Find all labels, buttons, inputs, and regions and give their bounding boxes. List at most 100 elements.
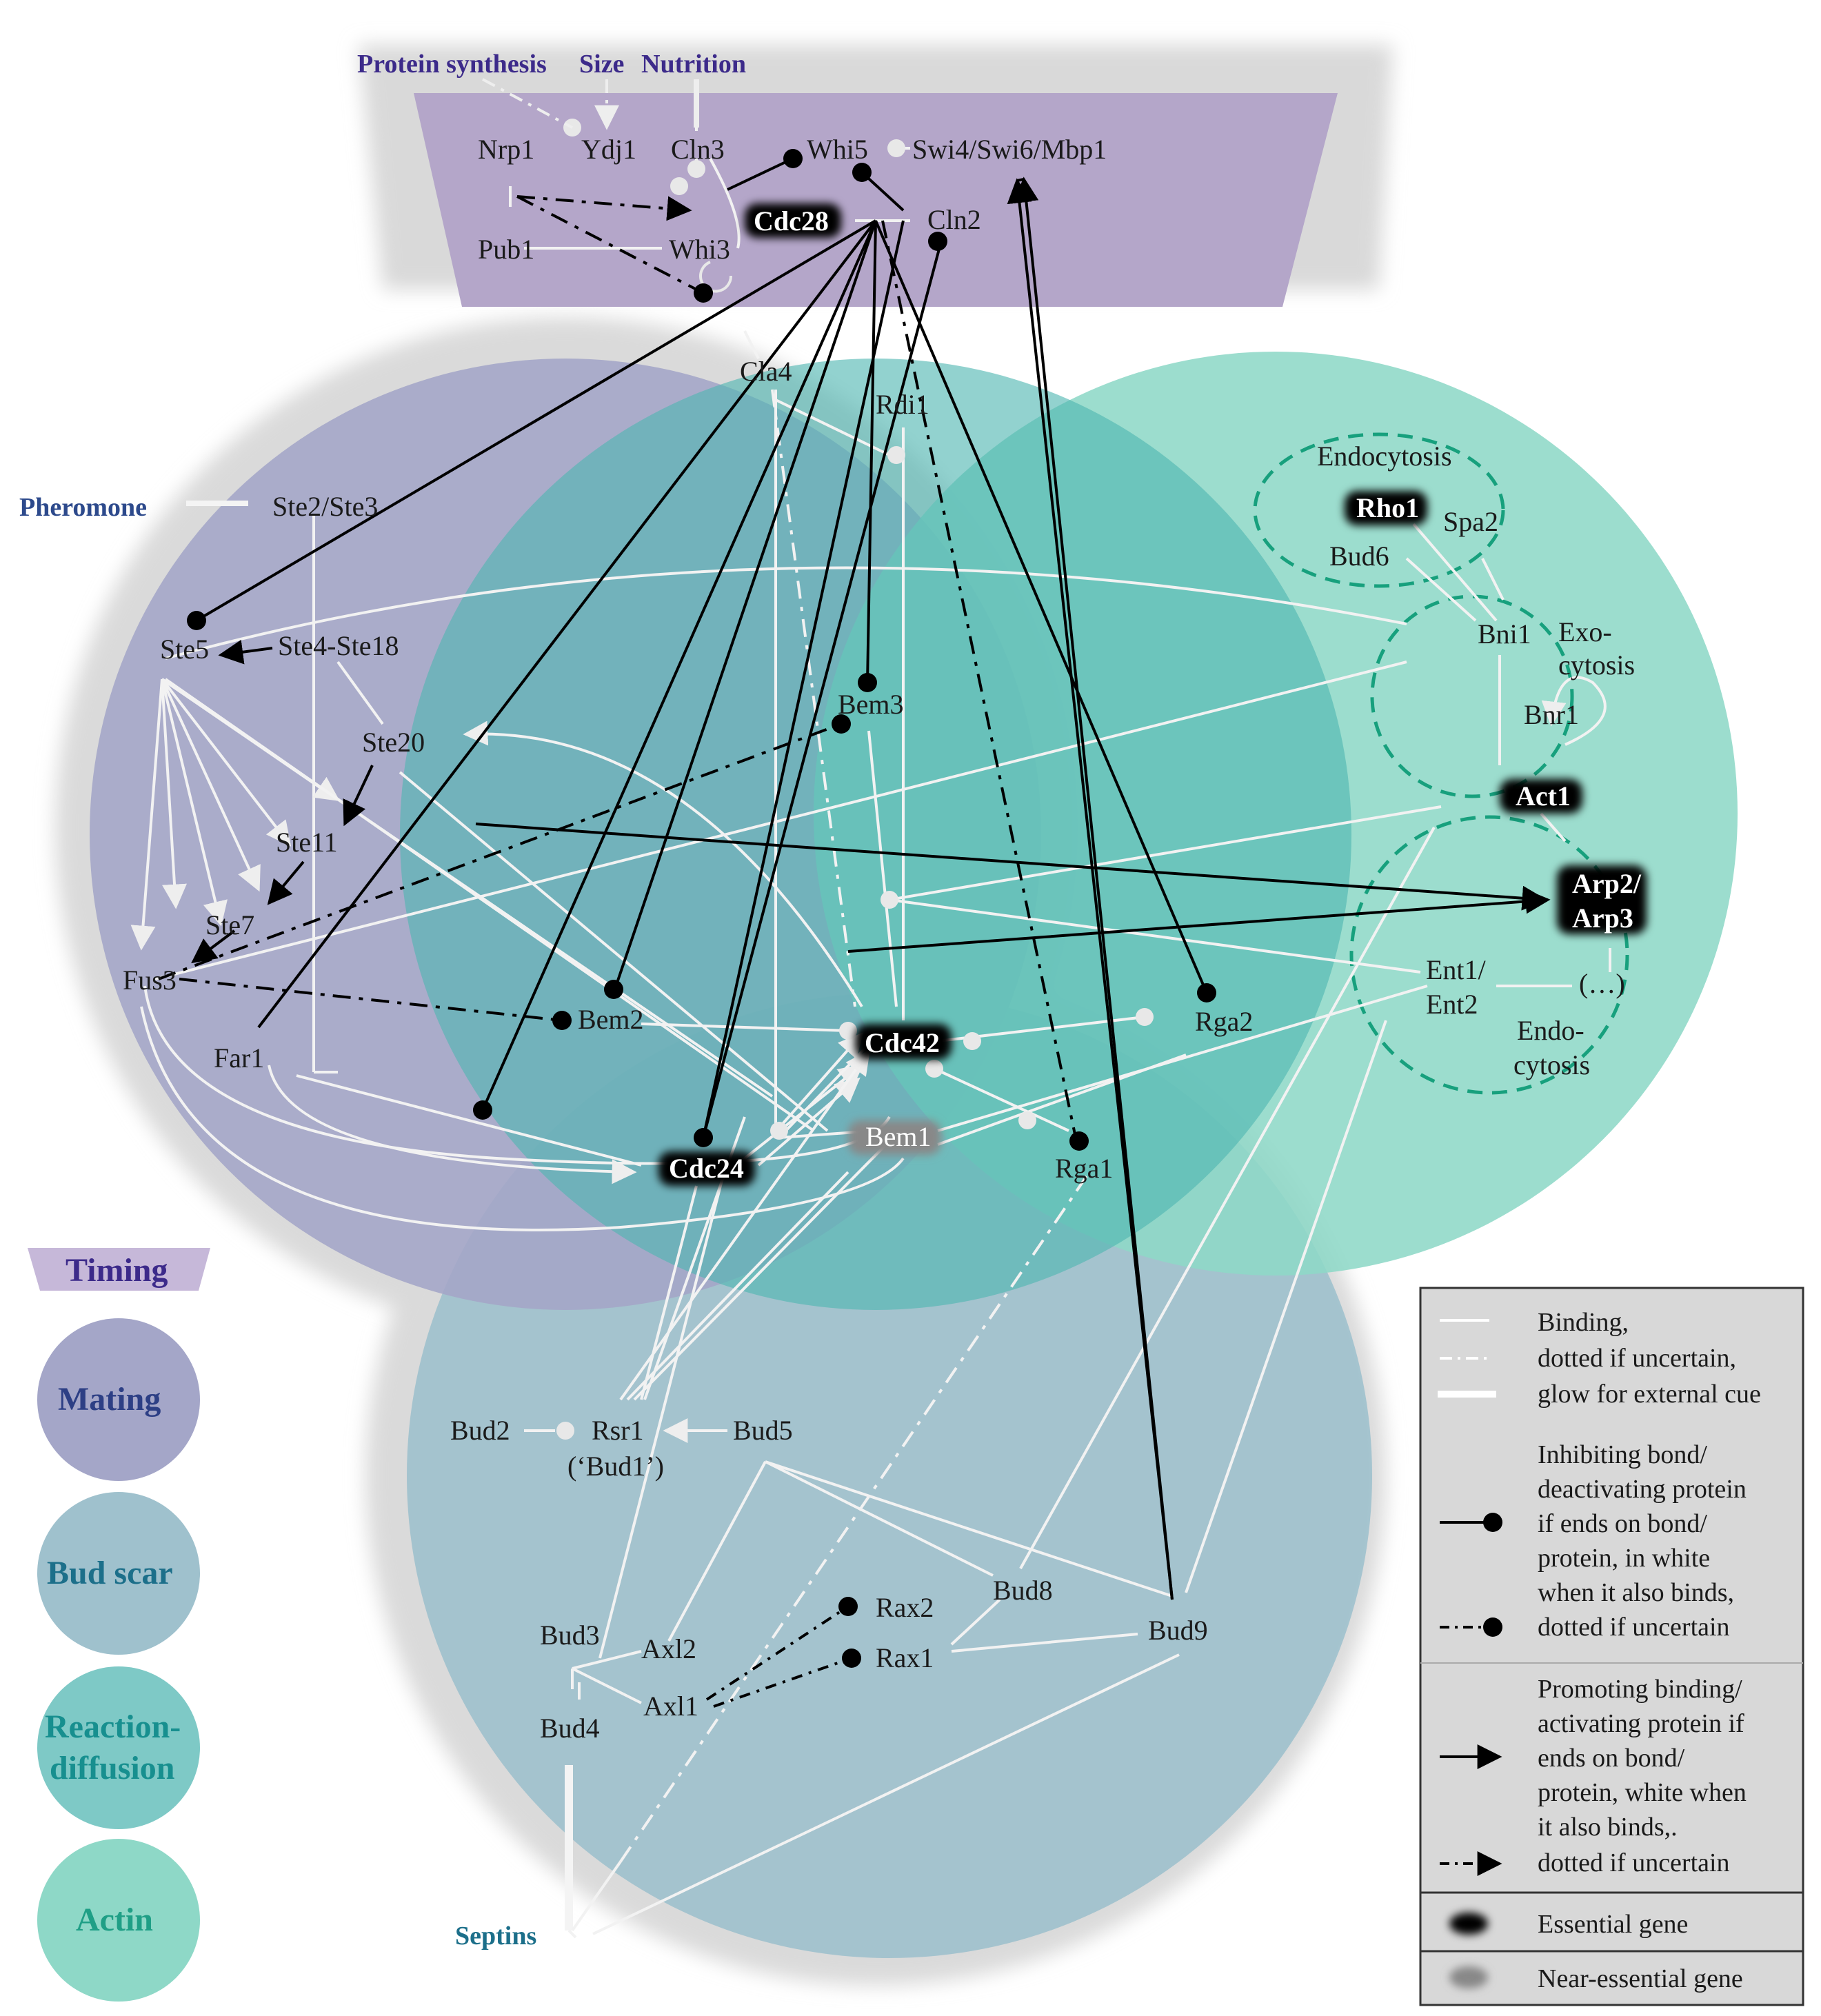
protein-bud9: Bud9 (1148, 1615, 1208, 1646)
endocytosis-module (1253, 432, 1505, 588)
module-endocytosis-label: Endocytosis (1317, 441, 1452, 472)
protein-bem3: Bem3 (838, 689, 904, 720)
protein-whi3: Whi3 (669, 234, 730, 265)
protein-ent2: Ent2 (1426, 989, 1478, 1020)
protein-bud4: Bud4 (540, 1713, 600, 1744)
protein-pub1: Pub1 (478, 234, 534, 265)
cues: Protein synthesis Size Nutrition Pheromo… (19, 50, 746, 1951)
protein-bnr1: Bnr1 (1524, 699, 1579, 730)
protein-labels: Nrp1 Ydj1 Cln3 Whi5 Swi4/Swi6/Mbp1 Cln2 … (123, 134, 1625, 1744)
protein-cln2: Cln2 (927, 204, 981, 235)
protein-arp2: Arp2/ (1572, 868, 1642, 899)
legend-prom-6: dotted if uncertain (1538, 1848, 1730, 1877)
timing-legend: Timing Mating Bud scar Reaction- diffusi… (28, 1248, 210, 2002)
protein-fus3: Fus3 (123, 965, 177, 996)
protein-far1: Far1 (214, 1042, 264, 1073)
legend-inhib-4: protein, in white (1538, 1544, 1710, 1573)
timing-bud-scar-label: Bud scar (47, 1555, 173, 1591)
protein-act1: Act1 (1516, 780, 1571, 812)
legend-prom-2: activating protein if (1538, 1709, 1744, 1738)
protein-cdc24: Cdc24 (669, 1153, 744, 1184)
legend-inhib-3: if ends on bond/ (1538, 1509, 1707, 1538)
timing-header (28, 1248, 210, 1291)
protein-bem2: Bem2 (578, 1004, 644, 1035)
protein-cla4: Cla4 (740, 356, 792, 387)
protein-ste5: Ste5 (160, 634, 209, 665)
cue-protein-synthesis: Protein synthesis (357, 50, 547, 79)
protein-rax2: Rax2 (876, 1592, 934, 1623)
timing-mating-label: Mating (58, 1381, 161, 1418)
legend-essential: Essential gene (1538, 1910, 1688, 1939)
protein-axl1: Axl1 (643, 1691, 698, 1722)
timing-actin (37, 1839, 200, 2002)
protein-nrp1: Nrp1 (478, 134, 534, 165)
module-exocytosis-label-1: Exo- (1558, 616, 1612, 647)
protein-ste2-ste3: Ste2/Ste3 (272, 491, 378, 522)
protein-unknown: (…) (1579, 968, 1625, 999)
module-endo-cytosis-label-2: cytosis (1513, 1049, 1590, 1080)
protein-whi5: Whi5 (807, 134, 868, 165)
legend-binding-2: dotted if uncertain, (1538, 1344, 1736, 1373)
protein-cdc28: Cdc28 (754, 205, 829, 236)
module-endo-cytosis-label-1: Endo- (1517, 1015, 1584, 1046)
protein-rdi1: Rdi1 (876, 389, 929, 420)
protein-bem1: Bem1 (865, 1121, 932, 1152)
protein-rho1: Rho1 (1356, 492, 1419, 523)
protein-ste20: Ste20 (362, 727, 425, 758)
protein-ste11: Ste11 (276, 827, 338, 858)
protein-bud6: Bud6 (1329, 541, 1389, 572)
protein-bni1: Bni1 (1478, 618, 1531, 649)
legend-binding-1: Binding, (1538, 1308, 1629, 1337)
protein-arp3: Arp3 (1572, 903, 1633, 934)
protein-bud8: Bud8 (993, 1575, 1053, 1606)
protein-bud3: Bud3 (540, 1620, 600, 1651)
legend-inhib-6: dotted if uncertain (1538, 1613, 1730, 1642)
timing-actin-label: Actin (76, 1902, 153, 1938)
cue-nutrition: Nutrition (641, 50, 746, 79)
edges-white (130, 83, 1611, 1939)
protein-bud1: (‘Bud1’) (567, 1451, 664, 1482)
cue-septins: Septins (455, 1922, 536, 1951)
cue-pheromone: Pheromone (19, 493, 147, 522)
edge-legend: Binding, dotted if uncertain, glow for e… (1419, 1287, 1804, 2006)
top-region-cell-cycle (414, 93, 1338, 307)
protein-ste4-ste18: Ste4-Ste18 (278, 630, 399, 661)
legend-inhib-5: when it also binds, (1538, 1578, 1734, 1607)
legend-prom-1: Promoting binding/ (1538, 1675, 1742, 1704)
edge-ends-black-balls (187, 149, 1216, 1668)
legend-binding-3: glow for external cue (1538, 1380, 1761, 1409)
legend-near-essential: Near-essential gene (1538, 1964, 1743, 1993)
legend-prom-5: it also binds,. (1538, 1813, 1678, 1842)
protein-cln3: Cln3 (671, 134, 725, 165)
protein-bud5: Bud5 (733, 1415, 793, 1446)
endo-cytosis-module (1349, 815, 1629, 1095)
protein-swi4-swi6-mbp1: Swi4/Swi6/Mbp1 (912, 134, 1107, 165)
timing-title: Timing (66, 1252, 168, 1289)
timing-reaction-diffusion (37, 1666, 200, 1829)
timing-mating (37, 1318, 200, 1481)
legend-inhib-1: Inhibiting bond/ (1538, 1440, 1707, 1469)
module-exocytosis-label-2: cytosis (1558, 649, 1635, 681)
protein-rga2: Rga2 (1195, 1006, 1253, 1037)
protein-axl2: Axl2 (641, 1633, 696, 1664)
legend-prom-3: ends on bond/ (1538, 1744, 1685, 1773)
protein-ste7: Ste7 (205, 909, 254, 940)
edge-ends-white-balls (556, 119, 1154, 1440)
timing-reaction-label-1: Reaction- (45, 1708, 181, 1745)
cue-size: Size (579, 50, 624, 79)
protein-ent1: Ent1/ (1426, 954, 1487, 985)
protein-cdc42: Cdc42 (865, 1027, 940, 1058)
protein-rsr1: Rsr1 (592, 1415, 644, 1446)
timing-reaction-label-2: diffusion (50, 1750, 174, 1786)
legend-prom-4: protein, white when (1538, 1778, 1747, 1807)
timing-bud-scar (37, 1492, 200, 1655)
protein-rax1: Rax1 (876, 1642, 934, 1673)
protein-spa2: Spa2 (1443, 506, 1498, 537)
protein-ydj1: Ydj1 (581, 134, 636, 165)
module-labels: Endocytosis Exo- cytosis Endo- cytosis (1317, 441, 1635, 1080)
legend-inhib-2: deactivating protein (1538, 1475, 1747, 1504)
edges-black (158, 157, 1551, 1708)
protein-bud2: Bud2 (450, 1415, 510, 1446)
essential-genes: Cdc28 Cdc42 Cdc24 Rho1 Act1 Arp2/ Arp3 B… (658, 203, 1647, 1186)
